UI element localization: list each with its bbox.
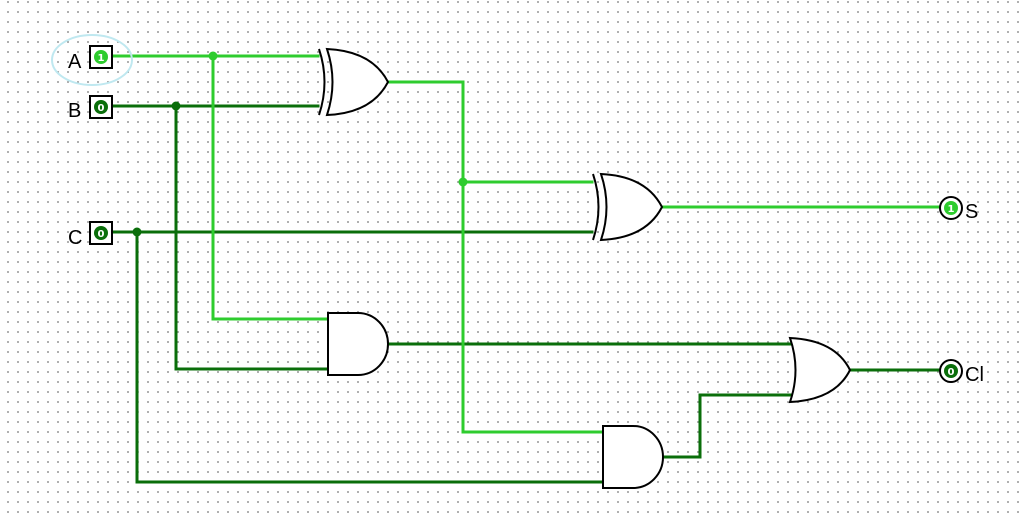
junction-a <box>208 51 218 61</box>
and-gate-2[interactable] <box>602 425 664 489</box>
output-value-indicator-s <box>944 201 958 215</box>
wire-a-and1 <box>211 54 330 321</box>
input-value-c: 0 <box>98 229 105 240</box>
input-value-a: 1 <box>98 53 105 64</box>
input-value-indicator-b <box>94 100 108 114</box>
wires-low <box>111 104 944 484</box>
output-pin-s[interactable]: 1 S <box>939 196 978 223</box>
input-pins: A 1 B 0 C 0 <box>51 34 133 249</box>
input-label-a: A <box>68 51 82 73</box>
junction-c <box>132 227 142 237</box>
input-pin-a[interactable]: A 1 <box>68 45 113 73</box>
output-pins: 1 S 0 Cl <box>939 196 984 386</box>
input-label-b: B <box>68 100 81 122</box>
and-gate-1[interactable] <box>327 312 389 376</box>
input-value-indicator-a <box>94 50 108 64</box>
input-value-indicator-c <box>94 226 108 240</box>
wire-c-and2 <box>135 230 605 484</box>
output-label-cl: Cl <box>965 364 984 386</box>
output-value-indicator-cl <box>944 364 958 378</box>
output-value-s: 1 <box>948 204 955 215</box>
xor-gate-2[interactable] <box>592 172 664 242</box>
wire-xor1-and2 <box>386 80 605 434</box>
wire-and2-or <box>661 393 798 459</box>
wire-b-and1 <box>174 104 330 371</box>
input-label-c: C <box>68 227 82 249</box>
input-pin-c[interactable]: C 0 <box>68 221 113 249</box>
junction-b <box>171 101 181 111</box>
xor-gate-1[interactable] <box>318 47 390 117</box>
gates <box>318 47 852 489</box>
output-value-cl: 0 <box>948 367 955 378</box>
output-pin-cl[interactable]: 0 Cl <box>939 359 984 386</box>
output-label-s: S <box>965 201 978 223</box>
input-value-b: 0 <box>98 103 105 114</box>
input-pin-b[interactable]: B 0 <box>68 95 113 122</box>
or-gate[interactable] <box>788 336 852 404</box>
junction-xor1-out <box>458 177 468 187</box>
selection-ring <box>51 34 133 86</box>
junctions <box>132 51 468 237</box>
